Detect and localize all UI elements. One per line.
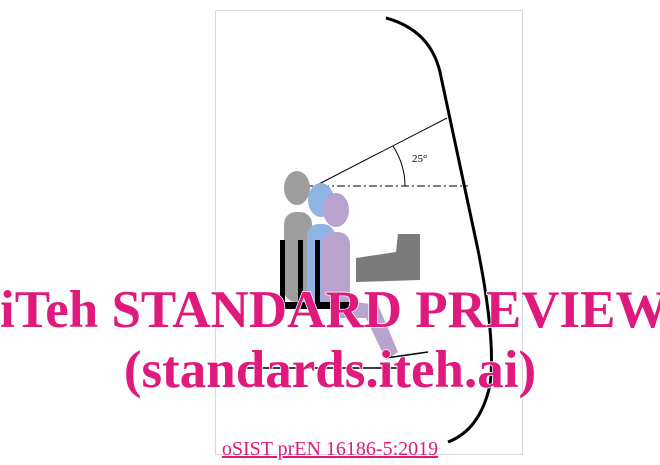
- driver-seat: [280, 240, 355, 309]
- watermark-site: (standards.iteh.ai): [123, 341, 537, 399]
- cab-windscreen-lower: [447, 249, 493, 444]
- upper-sight-line: [314, 117, 448, 187]
- watermark-title: iTeh STANDARD PREVIEW: [0, 281, 660, 339]
- angle-label: 25°: [412, 153, 427, 165]
- occupant-purple: [322, 193, 398, 360]
- driver-desk: [356, 234, 420, 282]
- figure-frame: [215, 10, 523, 455]
- angle-arc: [392, 145, 406, 187]
- footrest-line: [385, 351, 429, 359]
- cab-windscreen-upper: [385, 16, 480, 251]
- document-reference-link[interactable]: oSIST prEN 16186-5:2019: [221, 438, 439, 460]
